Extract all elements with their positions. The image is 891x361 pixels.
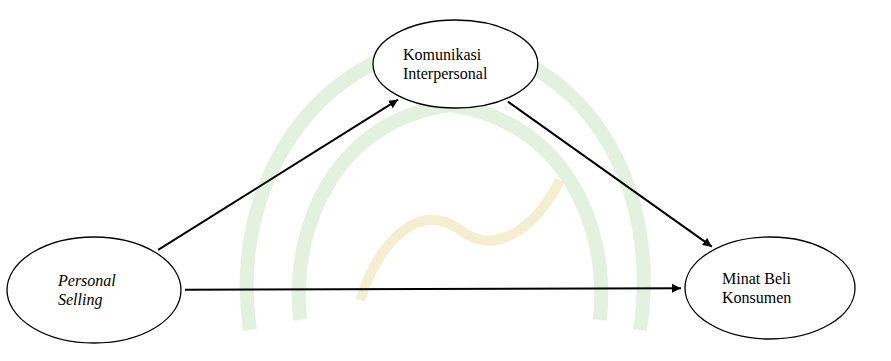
node-label: Personal Selling (58, 271, 130, 309)
arrow-connector (185, 288, 681, 289)
ellipse-node: Komunikasi Interpersonal (372, 19, 539, 109)
ellipse-outline (684, 236, 856, 340)
node-label: Komunikasi Interpersonal (403, 45, 507, 83)
node-label: Minat Beli Konsumen (722, 269, 818, 307)
arrow-connector (508, 102, 712, 247)
ellipse-node: Minat Beli Konsumen (684, 236, 856, 340)
ellipse-node: Personal Selling (6, 236, 182, 344)
ellipse-outline (6, 236, 182, 344)
ellipse-outline (372, 19, 539, 109)
ellipse-shape (373, 20, 538, 108)
ellipse-shape (7, 237, 181, 343)
watermark-stroke (360, 180, 560, 300)
ellipse-shape (685, 237, 855, 339)
arrow-connector (158, 100, 398, 250)
